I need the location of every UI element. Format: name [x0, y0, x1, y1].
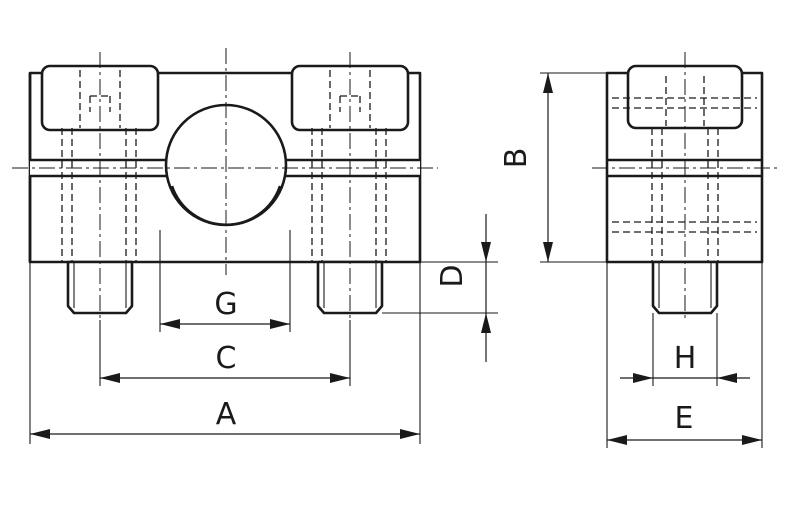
dim-label-g: G	[214, 287, 237, 322]
side-thread-end	[651, 260, 719, 315]
side-view	[592, 52, 778, 320]
dim-label-a: A	[216, 397, 237, 432]
right-thread-end	[316, 260, 384, 315]
dim-label-h: H	[674, 341, 697, 376]
dim-label-e: E	[675, 401, 694, 436]
left-thread-end	[66, 260, 134, 315]
dimensions: A C G D B H E	[29, 72, 763, 448]
dim-label-c: C	[216, 341, 237, 376]
front-view	[12, 48, 438, 320]
dim-label-d: D	[435, 264, 470, 287]
dim-label-b: B	[499, 148, 534, 169]
